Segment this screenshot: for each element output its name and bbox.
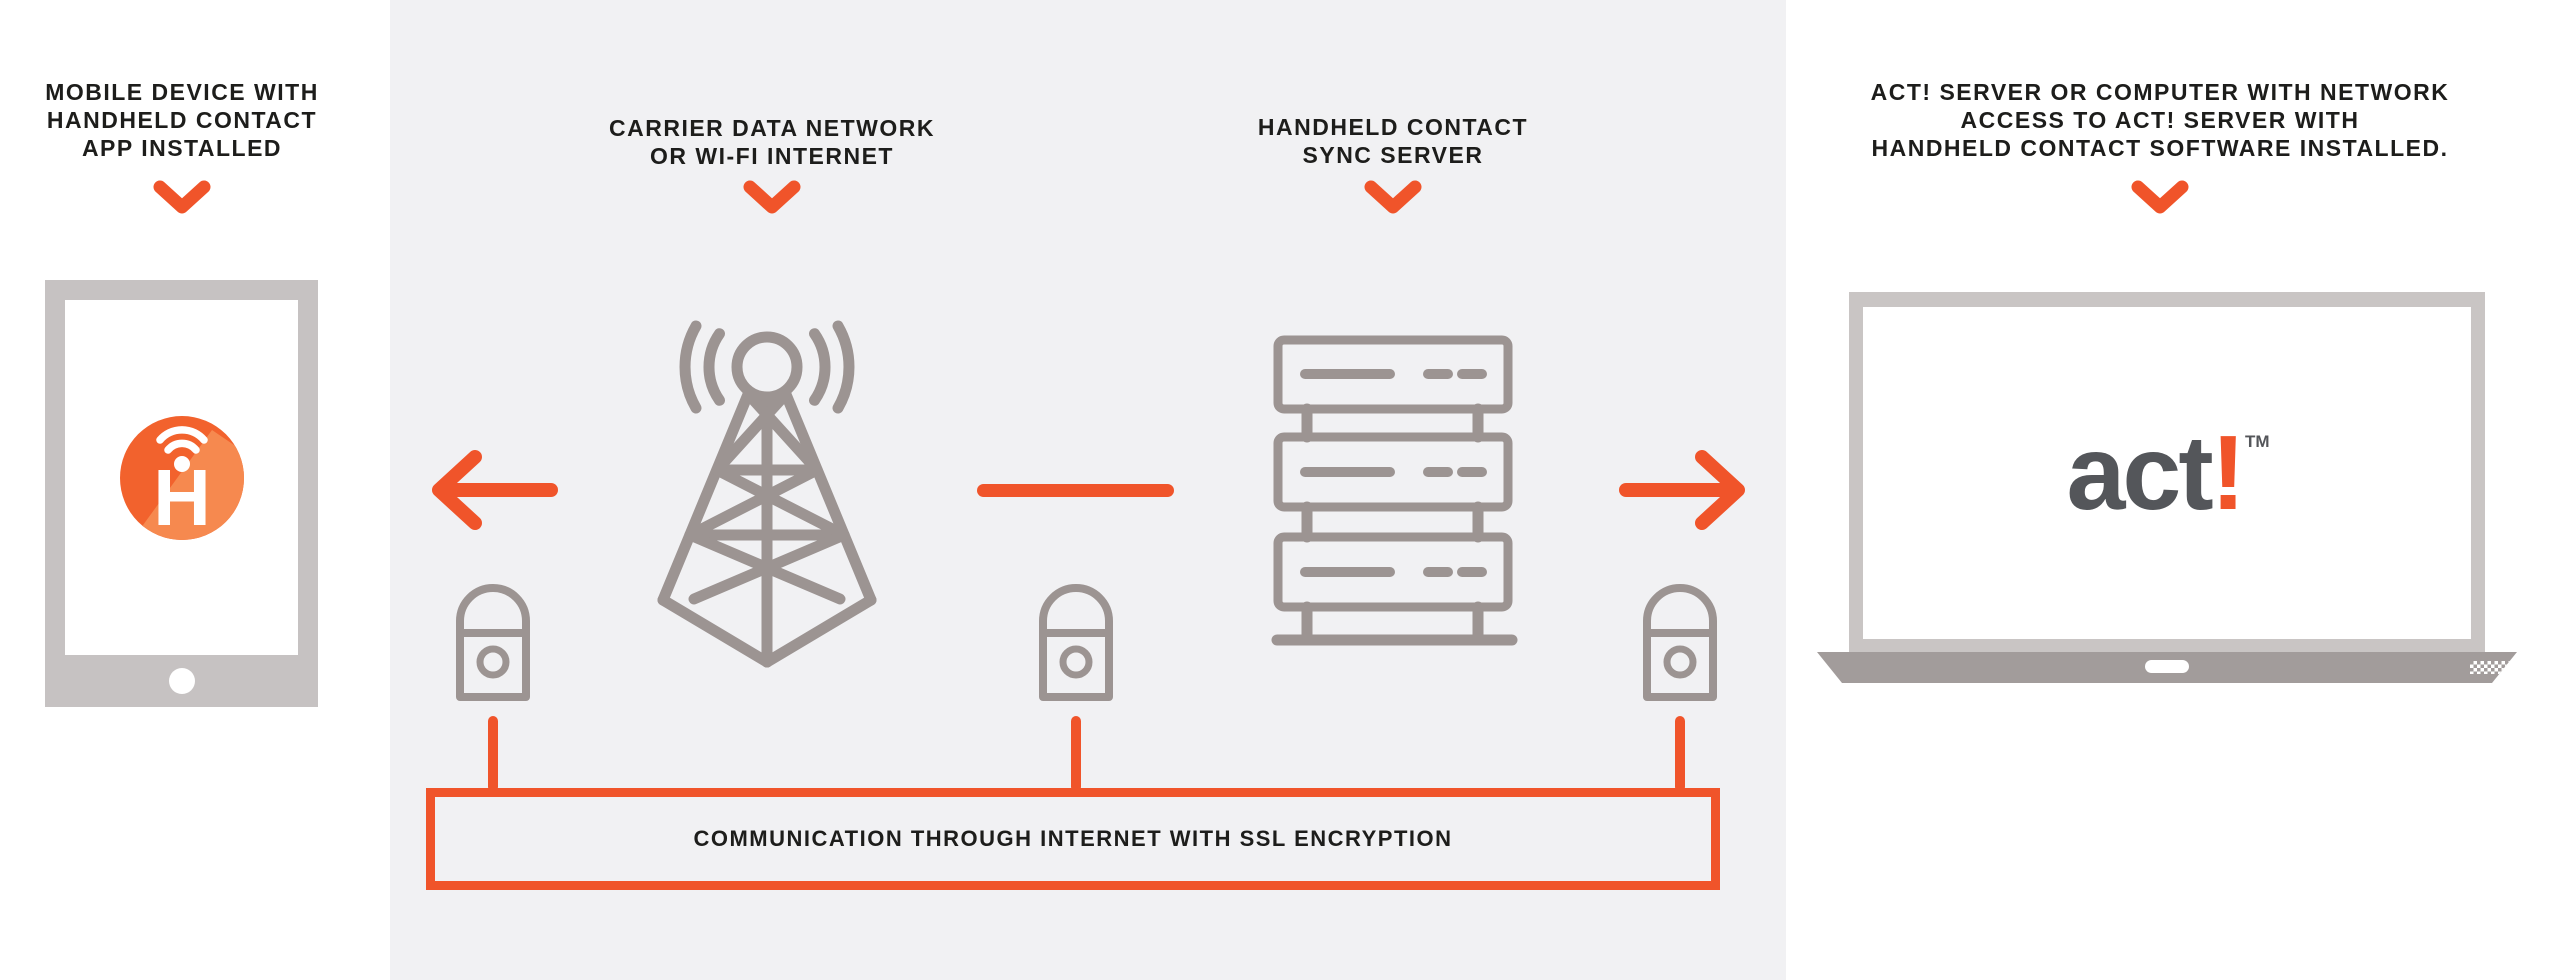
arrow-left-icon [432,450,558,530]
label-carrier-network-line1: CARRIER DATA NETWORK [609,115,935,141]
wifi-arc-inner [164,439,200,454]
act-logo: act!TM [2066,420,2270,526]
cell-tower-icon [657,320,877,668]
label-act-server-line1: ACT! SERVER OR COMPUTER WITH NETWORK [1870,79,2450,105]
padlock-icon [456,584,530,701]
phone-home-button [169,668,195,694]
laptop-vent-pattern [2470,661,2510,674]
wifi-dot [174,456,190,472]
ssl-encryption-label: COMMUNICATION THROUGH INTERNET WITH SSL … [693,826,1453,851]
padlock-icon [1643,584,1717,701]
lock-connector [1675,716,1685,792]
wifi-arc-outer [156,426,208,444]
act-logo-tm: TM [2244,432,2270,451]
label-mobile-device-line3: APP INSTALLED [81,135,283,161]
label-carrier-network: CARRIER DATA NETWORK OR WI-FI INTERNET [522,114,1022,170]
label-sync-server-line2: SYNC SERVER [1302,142,1484,168]
lock-connector [488,716,498,792]
handheld-contact-app-logo: H [120,416,244,542]
padlock-icon [1039,584,1113,701]
chevron-down-icon [743,180,801,214]
label-mobile-device: MOBILE DEVICE WITH HANDHELD CONTACT APP … [0,78,432,162]
label-sync-server-line1: HANDHELD CONTACT [1257,114,1529,140]
laptop-base [1817,652,2517,683]
lock-connector [1071,716,1081,792]
chevron-down-icon [153,180,211,214]
laptop-screen: act!TM [1863,307,2471,639]
chevron-down-icon [2131,180,2189,214]
label-mobile-device-line2: HANDHELD CONTACT [46,107,318,133]
connector-line [977,484,1174,497]
ssl-encryption-box: COMMUNICATION THROUGH INTERNET WITH SSL … [426,788,1720,890]
act-logo-exclamation: ! [2210,414,2246,532]
laptop-base-notch [2145,660,2189,673]
act-logo-text: act [2066,414,2213,532]
label-act-server: ACT! SERVER OR COMPUTER WITH NETWORK ACC… [1830,78,2490,162]
label-carrier-network-line2: OR WI-FI INTERNET [650,143,894,169]
label-sync-server: HANDHELD CONTACT SYNC SERVER [1143,113,1643,169]
chevron-down-icon [1364,180,1422,214]
mobile-phone-illustration: H [45,280,318,707]
arrow-right-icon [1619,450,1745,530]
label-act-server-line3: HANDHELD CONTACT SOFTWARE INSTALLED. [1871,135,2449,161]
laptop-illustration: act!TM [1849,292,2485,652]
server-rack-icon [1271,335,1518,646]
label-mobile-device-line1: MOBILE DEVICE WITH [45,79,319,105]
label-act-server-line2: ACCESS TO ACT! SERVER WITH [1960,107,2360,133]
